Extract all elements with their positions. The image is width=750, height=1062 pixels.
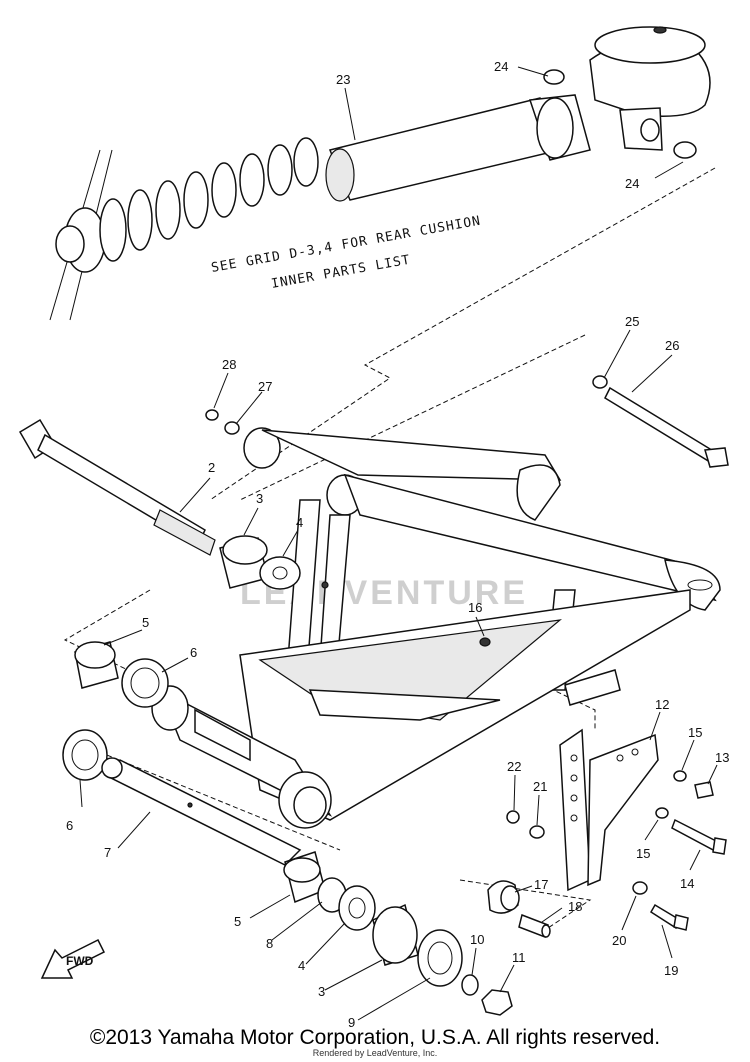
callout-27: 27 xyxy=(258,379,272,394)
nut-16 xyxy=(479,637,491,647)
callout-21: 21 xyxy=(533,779,547,794)
bracket-12-b xyxy=(587,733,659,887)
callout-6-bottom: 6 xyxy=(66,818,73,833)
copyright-notice: ©2013 Yamaha Motor Corporation, U.S.A. A… xyxy=(89,1026,661,1049)
callout-6-top: 6 xyxy=(190,645,197,660)
callout-24-side: 24 xyxy=(625,176,639,191)
callout-14: 14 xyxy=(680,876,694,891)
callout-18: 18 xyxy=(568,899,582,914)
seal-4-bottom xyxy=(338,885,376,931)
rear-cushion-assembly xyxy=(49,26,711,321)
right-side-parts xyxy=(487,375,729,939)
callout-24-top: 24 xyxy=(494,59,508,74)
seal-4-top xyxy=(259,556,301,590)
nut-28 xyxy=(205,409,219,421)
washer-15-top xyxy=(673,770,687,782)
swing-arm xyxy=(151,427,721,829)
callout-15-bottom: 15 xyxy=(636,846,650,861)
washer-15-bottom xyxy=(655,807,669,819)
callout-4-top: 4 xyxy=(296,515,303,530)
nut-11 xyxy=(481,989,513,1016)
callout-15-top: 15 xyxy=(688,725,702,740)
callout-22: 22 xyxy=(507,759,521,774)
washer-21 xyxy=(529,825,545,839)
callout-13: 13 xyxy=(715,750,729,765)
pivot-shaft xyxy=(18,418,216,556)
callout-10: 10 xyxy=(470,932,484,947)
callout-8: 8 xyxy=(266,936,273,951)
bolt-26 xyxy=(604,386,716,464)
washer-24-side xyxy=(673,141,697,159)
washer-10 xyxy=(461,974,479,996)
callout-26: 26 xyxy=(665,338,679,353)
seal-6-top xyxy=(121,658,169,708)
rendered-by-notice: Rendered by LeadVenture, Inc. xyxy=(312,1048,438,1058)
callout-25: 25 xyxy=(625,314,639,329)
washer-20 xyxy=(632,881,648,895)
callout-20: 20 xyxy=(612,933,626,948)
seal-9 xyxy=(417,929,463,987)
callouts: 23 24 24 25 26 28 27 2 3 4 5 6 16 12 15 … xyxy=(66,59,729,1030)
bracket-12-a xyxy=(559,728,591,892)
washer-25 xyxy=(592,375,608,389)
callout-5-top: 5 xyxy=(142,615,149,630)
washer-24-top xyxy=(543,69,565,85)
callout-3-bottom: 3 xyxy=(318,984,325,999)
callout-19: 19 xyxy=(664,963,678,978)
bolt-13 xyxy=(694,781,714,799)
spring-coils xyxy=(55,137,319,273)
callout-12: 12 xyxy=(655,697,669,712)
callout-17: 17 xyxy=(534,877,548,892)
leader-lines xyxy=(79,66,718,1021)
callout-3-top: 3 xyxy=(256,491,263,506)
bushings-left xyxy=(62,409,302,866)
callout-2: 2 xyxy=(208,460,215,475)
fwd-arrow: FWD xyxy=(40,938,106,979)
callout-5-bottom: 5 xyxy=(234,914,241,929)
callout-4-bottom: 4 xyxy=(298,958,305,973)
callout-23: 23 xyxy=(336,72,350,87)
bushings-bottom xyxy=(283,851,513,1016)
callout-7: 7 xyxy=(104,845,111,860)
seal-6-bottom xyxy=(62,729,108,781)
note: SEE GRID D-3,4 FOR REAR CUSHION INNER PA… xyxy=(210,214,482,292)
callout-9: 9 xyxy=(348,1015,355,1030)
fwd-label: FWD xyxy=(66,954,94,968)
bolt-14 xyxy=(671,818,721,854)
callout-11: 11 xyxy=(512,950,526,965)
callout-16: 16 xyxy=(468,600,482,615)
callout-28: 28 xyxy=(222,357,236,372)
nut-22 xyxy=(506,810,520,824)
washer-27 xyxy=(224,421,240,435)
